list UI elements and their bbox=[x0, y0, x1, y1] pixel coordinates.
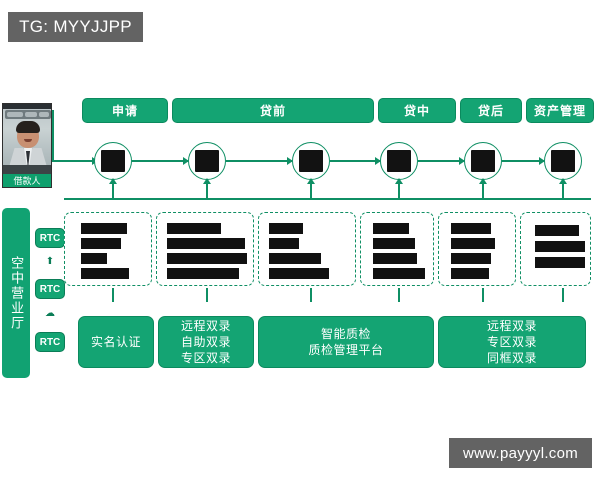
upload-icon: ⬆ bbox=[45, 255, 55, 267]
redacted-text bbox=[167, 268, 239, 279]
air-branch-vertical-bar: 空中营业厅 bbox=[2, 208, 30, 378]
capability-line: 实名认证 bbox=[90, 334, 141, 349]
redacted-text bbox=[269, 268, 329, 279]
redacted-text bbox=[451, 253, 491, 264]
bus-stem-3 bbox=[307, 178, 314, 198]
flow-node-4[interactable] bbox=[380, 142, 418, 180]
redacted-text bbox=[167, 238, 245, 249]
capability-line: 自助双录 bbox=[180, 334, 231, 349]
cap-drop-4 bbox=[398, 288, 400, 302]
loan-lifecycle-diagram: 申请 贷前 贷中 贷后 资产管理 bbox=[52, 98, 595, 383]
redacted-node-label-6 bbox=[551, 150, 575, 172]
watermark-top-left: TG: MYYJJPP bbox=[8, 12, 143, 42]
bus-stem-6 bbox=[559, 178, 566, 198]
borrower-video-card: 借款人 bbox=[2, 103, 52, 188]
redacted-text bbox=[167, 253, 247, 264]
stage-header-asset-mgmt[interactable]: 资产管理 bbox=[526, 98, 594, 123]
cap-drop-2 bbox=[206, 288, 208, 302]
cap-drop-3 bbox=[310, 288, 312, 302]
cloud-icon: ☁ bbox=[45, 307, 55, 319]
mid-panel-3[interactable] bbox=[258, 212, 356, 286]
redacted-text bbox=[373, 253, 417, 264]
stage-header-pre-loan[interactable]: 贷前 bbox=[172, 98, 374, 123]
redacted-node-label-1 bbox=[101, 150, 125, 172]
redacted-text bbox=[451, 268, 489, 279]
mid-panel-group bbox=[64, 212, 591, 286]
redacted-text bbox=[269, 223, 303, 234]
redacted-node-label-5 bbox=[471, 150, 495, 172]
capability-line: 智能质检 bbox=[320, 326, 371, 341]
redacted-text bbox=[373, 238, 415, 249]
feed-line-horizontal bbox=[52, 160, 94, 162]
rtc-button-3[interactable]: RTC bbox=[35, 332, 65, 352]
person-hair bbox=[16, 121, 40, 133]
capability-box-3[interactable]: 智能质检 质检管理平台 bbox=[258, 316, 434, 368]
control-pill bbox=[39, 112, 49, 117]
mid-panel-5[interactable] bbox=[438, 212, 516, 286]
bus-stem-4 bbox=[395, 178, 402, 198]
control-pill bbox=[7, 112, 23, 117]
feed-line-vertical bbox=[52, 110, 54, 162]
person-mouth bbox=[24, 139, 32, 142]
cap-drop-5 bbox=[482, 288, 484, 302]
rtc-button-2[interactable]: RTC bbox=[35, 279, 65, 299]
stage-header-post-loan[interactable]: 贷后 bbox=[460, 98, 522, 123]
redacted-text bbox=[535, 241, 585, 252]
redacted-node-label-3 bbox=[299, 150, 323, 172]
flow-node-6[interactable] bbox=[544, 142, 582, 180]
control-pill bbox=[25, 112, 37, 117]
flow-node-1[interactable] bbox=[94, 142, 132, 180]
capability-line: 远程双录 bbox=[486, 318, 537, 333]
flow-link-1-2 bbox=[132, 157, 189, 164]
horizontal-bus-line bbox=[64, 198, 591, 200]
stage-header-apply[interactable]: 申请 bbox=[82, 98, 168, 123]
bus-stem-2 bbox=[203, 178, 210, 198]
video-status-bar bbox=[3, 104, 51, 109]
bus-stem-5 bbox=[479, 178, 486, 198]
redacted-text bbox=[535, 225, 579, 236]
flow-link-2-3 bbox=[226, 157, 293, 164]
flow-node-5[interactable] bbox=[464, 142, 502, 180]
capability-line: 远程双录 bbox=[180, 318, 231, 333]
capability-line: 同框双录 bbox=[486, 351, 537, 366]
flow-node-2[interactable] bbox=[188, 142, 226, 180]
redacted-text bbox=[269, 253, 321, 264]
redacted-text bbox=[451, 223, 491, 234]
video-control-bar bbox=[5, 110, 51, 119]
capability-box-2[interactable]: 远程双录 自助双录 专区双录 bbox=[158, 316, 254, 368]
capability-line: 专区双录 bbox=[180, 351, 231, 366]
bus-stem-1 bbox=[109, 178, 116, 198]
capability-line: 质检管理平台 bbox=[308, 343, 384, 357]
flow-node-3[interactable] bbox=[292, 142, 330, 180]
mid-panel-2[interactable] bbox=[156, 212, 254, 286]
cap-drop-1 bbox=[112, 288, 114, 302]
flow-link-5-6 bbox=[502, 157, 545, 164]
mid-panel-1[interactable] bbox=[64, 212, 152, 286]
redacted-text bbox=[81, 223, 127, 234]
redacted-text bbox=[167, 223, 221, 234]
capability-box-1[interactable]: 实名认证 bbox=[78, 316, 154, 368]
redacted-text bbox=[81, 268, 129, 279]
flow-link-3-4 bbox=[330, 157, 381, 164]
stage-header-in-loan[interactable]: 贷中 bbox=[378, 98, 456, 123]
flow-link-4-5 bbox=[418, 157, 465, 164]
capability-line: 专区双录 bbox=[486, 334, 537, 349]
capability-box-4[interactable]: 远程双录 专区双录 同框双录 bbox=[438, 316, 586, 368]
cap-drop-6 bbox=[562, 288, 564, 302]
redacted-text bbox=[535, 257, 585, 268]
redacted-text bbox=[373, 268, 425, 279]
redacted-text bbox=[81, 253, 107, 264]
redacted-text bbox=[81, 238, 121, 249]
redacted-node-label-4 bbox=[387, 150, 411, 172]
redacted-node-label-2 bbox=[195, 150, 219, 172]
redacted-text bbox=[373, 223, 409, 234]
redacted-text bbox=[269, 238, 299, 249]
video-toolbar bbox=[3, 165, 51, 175]
mid-panel-4[interactable] bbox=[360, 212, 434, 286]
redacted-text bbox=[451, 238, 495, 249]
person-tie bbox=[26, 151, 30, 165]
mid-panel-6[interactable] bbox=[520, 212, 591, 286]
borrower-label: 借款人 bbox=[3, 174, 51, 187]
watermark-bottom-right: www.payyyl.com bbox=[449, 438, 592, 468]
